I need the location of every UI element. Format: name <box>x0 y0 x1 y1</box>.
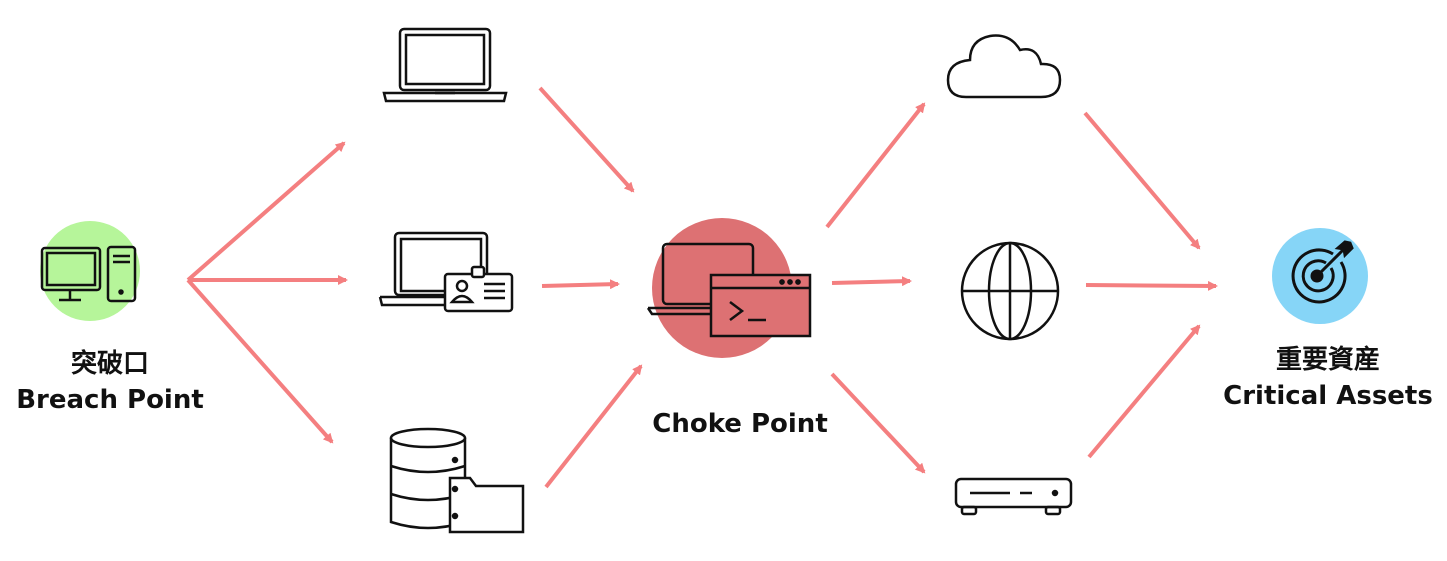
critical-assets-label-en: Critical Assets <box>1223 381 1433 411</box>
cloud-icon <box>946 34 1062 99</box>
globe-icon <box>960 241 1060 341</box>
arrow-device-to-critical <box>1087 324 1201 459</box>
database-folder-icon <box>389 427 525 534</box>
laptop-terminal-icon <box>646 242 812 338</box>
critical-assets-node <box>1272 228 1368 324</box>
arrow-globe-to-critical <box>1085 280 1218 291</box>
arrow-choke-to-cloud <box>825 102 926 229</box>
breach-point-label: 突破口 Breach Point <box>0 346 220 418</box>
arrow-breach-to-laptop <box>186 141 346 282</box>
critical-assets-label-jp: 重要資産 <box>1275 345 1380 375</box>
target-bullseye-icon <box>1291 240 1354 304</box>
arrow-idlaptop-to-choke <box>541 279 620 290</box>
arrow-choke-to-device <box>830 372 926 474</box>
arrow-database-to-choke <box>544 364 643 489</box>
desktop-computer-icon <box>40 245 137 303</box>
breach-point-node <box>40 221 140 321</box>
breach-point-label-jp: 突破口 <box>70 349 149 379</box>
choke-point-label: Choke Point <box>620 406 860 442</box>
choke-point-label-en: Choke Point <box>652 409 828 439</box>
choke-point-node <box>646 218 812 358</box>
network-device-icon <box>954 477 1073 516</box>
laptop-icon <box>382 27 508 103</box>
arrow-laptop-to-choke <box>538 86 635 193</box>
arrow-breach-to-database <box>186 278 334 444</box>
breach-point-label-en: Breach Point <box>16 385 204 415</box>
arrow-cloud-to-critical <box>1083 111 1201 250</box>
arrow-choke-to-globe <box>831 276 912 287</box>
critical-assets-label: 重要資産 Critical Assets <box>1212 342 1444 414</box>
laptop-id-badge-icon <box>378 231 514 313</box>
breach-point-circle <box>40 221 140 321</box>
